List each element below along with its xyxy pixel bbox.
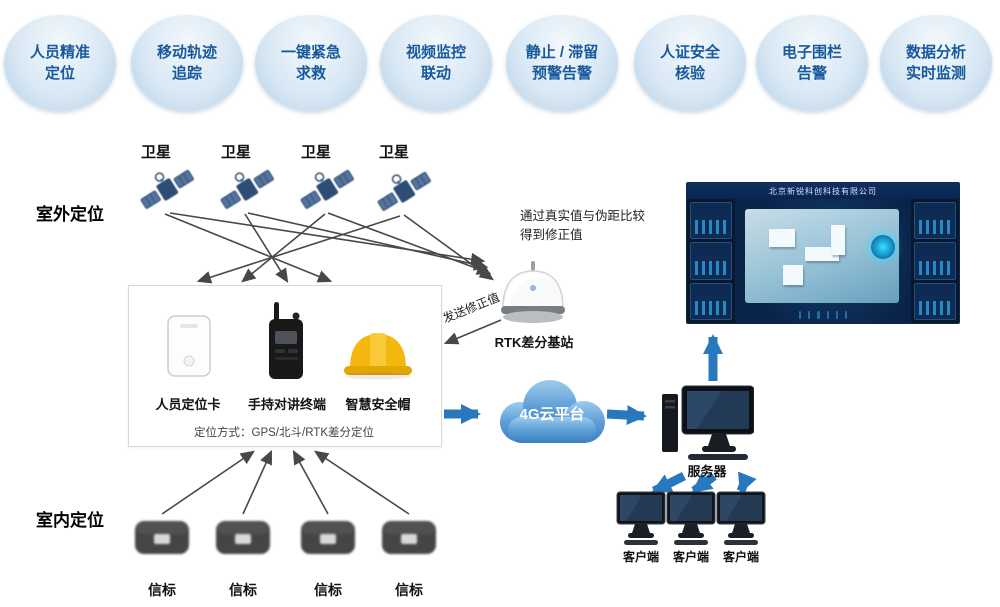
feature-badge: 一键紧急求救 bbox=[255, 15, 367, 111]
feature-badge: 静止 / 滞留预警告警 bbox=[506, 15, 618, 111]
feature-line: 告警 bbox=[796, 65, 827, 82]
client-computer-icon bbox=[666, 491, 716, 545]
feature-line: 人员精准 bbox=[29, 44, 90, 61]
dashboard-panel bbox=[914, 242, 956, 280]
dashboard-building bbox=[783, 265, 803, 285]
feature-line: 一键紧急 bbox=[280, 44, 341, 61]
dashboard-3d-view bbox=[735, 199, 911, 323]
dashboard-tool-icon bbox=[808, 310, 811, 319]
dashboard-tool-icon bbox=[817, 310, 820, 319]
beacon-label: 信标 bbox=[395, 582, 423, 598]
satellite-icon bbox=[377, 171, 431, 211]
client-label: 客户端 bbox=[672, 550, 709, 564]
server-icon bbox=[662, 385, 754, 460]
dashboard-tool-icon bbox=[798, 310, 802, 319]
feature-badge: 电子围栏告警 bbox=[756, 15, 868, 111]
rtk-base-station-icon bbox=[501, 261, 565, 323]
feature-line: 追踪 bbox=[171, 65, 202, 82]
client-label: 客户端 bbox=[722, 550, 759, 564]
satellite-icon bbox=[220, 169, 274, 209]
dashboard-building bbox=[805, 247, 839, 261]
rtk-base-station-label: RTK差分基站 bbox=[494, 335, 574, 350]
feature-badge: 人员精准定位 bbox=[4, 15, 116, 111]
cloud-platform-icon bbox=[500, 380, 605, 443]
dashboard-panel bbox=[690, 202, 732, 240]
dashboard-tool-icon bbox=[835, 310, 838, 319]
feature-badge: 视频监控联动 bbox=[380, 15, 492, 111]
dashboard-tool-icon bbox=[826, 310, 829, 319]
satellite-icon bbox=[300, 169, 354, 209]
feature-badge: 人证安全核验 bbox=[634, 15, 746, 111]
feature-badge: 移动轨迹追踪 bbox=[131, 15, 243, 111]
feature-line: 实时监测 bbox=[905, 65, 966, 82]
feature-line: 联动 bbox=[420, 65, 451, 82]
feature-line: 数据分析 bbox=[905, 44, 966, 61]
positioning-method-note: 定位方式：GPS/北斗/RTK差分定位 bbox=[194, 427, 374, 439]
dashboard-panel bbox=[914, 202, 956, 240]
satellite-icon bbox=[140, 169, 194, 209]
feature-line: 人证安全 bbox=[659, 44, 720, 61]
outdoor-section-label: 室外定位 bbox=[36, 205, 104, 224]
indoor-section-label: 室内定位 bbox=[36, 511, 104, 530]
feature-line: 静止 / 滞留 bbox=[525, 44, 599, 61]
dashboard-screenshot: 北京新锐科创科技有限公司 bbox=[686, 182, 960, 324]
dashboard-building bbox=[769, 229, 795, 247]
beacon-label: 信标 bbox=[148, 582, 176, 598]
beacon-icon bbox=[382, 521, 436, 554]
beacon-label: 信标 bbox=[229, 582, 257, 598]
dashboard-building bbox=[831, 225, 845, 255]
cloud-platform-label: 4G云平台 bbox=[519, 406, 585, 423]
positioning-card-icon bbox=[167, 315, 211, 377]
beacon-icon bbox=[135, 521, 189, 554]
dashboard-panel bbox=[690, 282, 732, 320]
dashboard-panel bbox=[690, 242, 732, 280]
satellite-label: 卫星 bbox=[220, 144, 251, 161]
beacon-label: 信标 bbox=[314, 582, 342, 598]
feature-line: 视频监控 bbox=[405, 44, 466, 61]
dashboard-panel bbox=[914, 282, 956, 320]
dashboard-right-panels bbox=[911, 199, 959, 323]
dashboard-toolbar bbox=[798, 309, 848, 320]
positioning-card-label: 人员定位卡 bbox=[155, 397, 221, 412]
handheld-radio-icon bbox=[269, 302, 303, 379]
beacon-icon bbox=[216, 521, 270, 554]
client-computer-icon bbox=[716, 491, 766, 545]
server-label: 服务器 bbox=[687, 464, 727, 479]
satellite-label: 卫星 bbox=[140, 144, 171, 161]
dashboard-title: 北京新锐科创科技有限公司 bbox=[687, 183, 959, 199]
feature-line: 定位 bbox=[44, 65, 75, 82]
rtk-note: 通过真实值与伪距比较得到修正值 bbox=[520, 209, 646, 242]
dashboard-tool-icon bbox=[844, 310, 848, 319]
satellite-label: 卫星 bbox=[378, 144, 409, 161]
feature-line: 电子围栏 bbox=[781, 44, 842, 61]
beacon-icon bbox=[301, 521, 355, 554]
feature-line: 移动轨迹 bbox=[156, 44, 217, 61]
smart-helmet-label: 智慧安全帽 bbox=[345, 397, 411, 412]
client-computer-icon bbox=[616, 491, 666, 545]
feature-badge: 数据分析实时监测 bbox=[880, 15, 992, 111]
feature-line: 核验 bbox=[674, 65, 705, 82]
dashboard-left-panels bbox=[687, 199, 735, 323]
dashboard-body bbox=[687, 199, 959, 323]
dashboard-radar-glow bbox=[871, 235, 895, 259]
satellite-label: 卫星 bbox=[300, 144, 331, 161]
client-label: 客户端 bbox=[622, 550, 659, 564]
smart-helmet-icon bbox=[344, 333, 412, 380]
feature-line: 求救 bbox=[295, 65, 326, 82]
handheld-radio-label: 手持对讲终端 bbox=[247, 397, 326, 412]
feature-line: 预警告警 bbox=[531, 65, 592, 82]
